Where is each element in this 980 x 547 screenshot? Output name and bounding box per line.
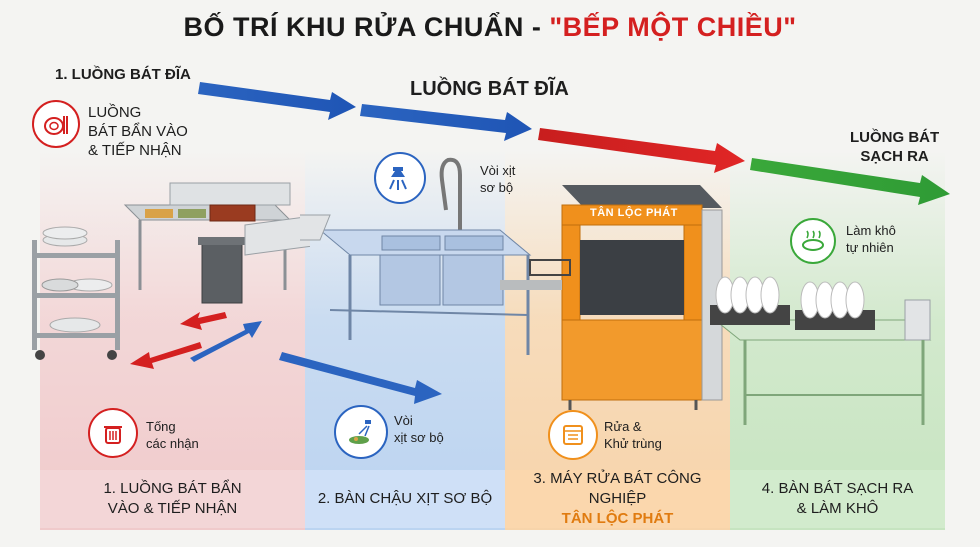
machine-brand-label: TÂN LỘC PHÁT (590, 207, 678, 219)
flow-arrow-blue-1 (198, 82, 356, 120)
dirty-dish-area-illustration (32, 182, 310, 360)
stage4-label: 4. BÀN BÁT SẠCH RA & LÀM KHÔ (730, 470, 945, 528)
clean-dish-table-illustration (710, 276, 932, 425)
stage4-note: Làm khô tự nhiên (846, 223, 896, 255)
trash-bin-icon (88, 408, 138, 458)
flow-label-top-left: 1. LUỒNG BÁT ĐĨA (55, 66, 191, 83)
flow-arrow-red (538, 128, 745, 173)
flow-arrow-blue-2 (360, 104, 532, 141)
stage3-note: Rửa & Khử trùng (604, 419, 662, 451)
flow-arrow-blue-lower (279, 352, 442, 404)
stage2-note: Vòi xịt sơ bộ (394, 413, 444, 445)
flow-arrow-blue-diag (190, 321, 262, 362)
zone-prerinse (305, 150, 505, 530)
stage3-label: 3. MÁY RỬA BÁT CÔNG NGHIỆP TÂN LỘC PHÁT (505, 470, 730, 528)
dry-plate-icon (790, 218, 836, 264)
title-main: BỐ TRÍ KHU RỬA CHUẨN - (183, 12, 550, 42)
stage1-note: Tống các nhận (146, 419, 199, 451)
flow-arrow-red-lower (130, 342, 202, 369)
page-title: BỐ TRÍ KHU RỬA CHUẨN - "BẾP MỘT CHIỀU" (0, 12, 980, 43)
stage2-callout: Vòi xịt sơ bộ (480, 163, 516, 195)
spray-nozzle-icon (374, 152, 426, 204)
flow-arrow-green (750, 158, 950, 205)
dishes-icon (32, 100, 80, 148)
flow-arrow-red-left (180, 312, 227, 330)
stage2-label: 2. BÀN CHẬU XỊT SƠ BỘ (305, 470, 505, 528)
washing-machine-icon (548, 410, 598, 460)
title-accent: "BẾP MỘT CHIỀU" (549, 12, 797, 42)
rinse-spray-icon (334, 405, 388, 459)
stage1-intro: LUỒNG BÁT BẨN VÀO & TIẾP NHẬN (88, 104, 188, 159)
flow-label-right: LUỒNG BÁT SẠCH RA (850, 129, 940, 165)
flow-label-center: LUỒNG BÁT ĐĨA (410, 78, 569, 100)
stage1-label: 1. LUỒNG BÁT BẨN VÀO & TIẾP NHẬN (40, 470, 305, 528)
